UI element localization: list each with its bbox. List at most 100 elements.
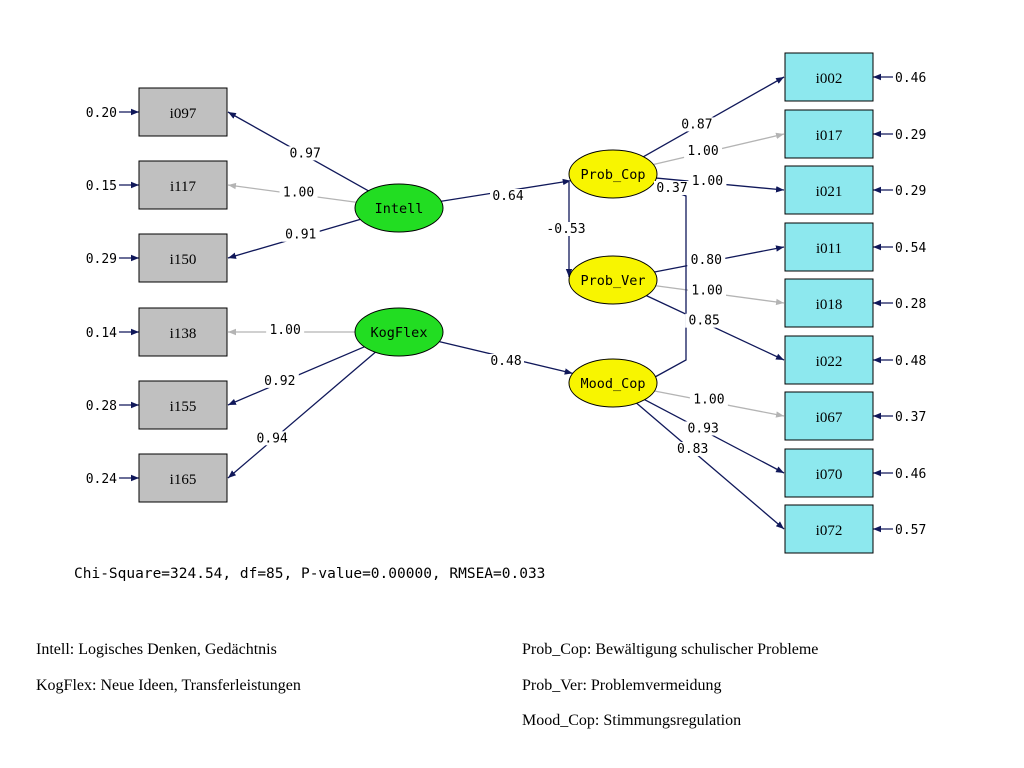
indicator-box-i002 xyxy=(784,52,874,102)
loading-path-i072 xyxy=(636,402,785,530)
loading-value-i072: 0.83 xyxy=(677,442,708,457)
loading-value-i017: 1.00 xyxy=(687,144,718,159)
nodes-layer: i097i117i150i138i155i165i002i017i021i011… xyxy=(138,52,874,554)
error-variance-i002: 0.46 xyxy=(895,71,926,86)
structural-value-KogFlex-Mood_Cop: 0.48 xyxy=(490,354,521,369)
latent-label-prob-ver: Prob_Ver xyxy=(580,273,645,289)
indicator-box-i018 xyxy=(784,278,874,328)
indicator-label-i138: i138 xyxy=(170,326,197,342)
indicator-label-i067: i067 xyxy=(816,410,843,426)
latent-prob-cop xyxy=(568,149,658,199)
indicator-label-i002: i002 xyxy=(816,71,843,87)
loading-label-bg-i067 xyxy=(689,392,728,407)
structural-value-Intell-Prob_Cop: 0.64 xyxy=(492,189,523,204)
error-variance-i117: 0.15 xyxy=(86,179,117,194)
loading-value-i150: 0.91 xyxy=(285,228,316,243)
fit-statistics: Chi-Square=324.54, df=85, P-value=0.0000… xyxy=(74,566,545,582)
loading-label-bg-i070 xyxy=(684,421,723,436)
structural-label-bg-Prob_Cop-Prob_Ver xyxy=(544,222,588,236)
loading-value-i067: 1.00 xyxy=(693,393,724,408)
loading-value-i022: 0.85 xyxy=(689,314,720,329)
legend-prob-cop: Prob_Cop: Bewältigung schulischer Proble… xyxy=(522,641,819,658)
error-variance-i138: 0.14 xyxy=(86,326,117,341)
loading-label-bg-i022 xyxy=(685,313,724,328)
indicator-box-i017 xyxy=(784,109,874,159)
indicator-label-i021: i021 xyxy=(816,184,843,200)
legend-kogflex: KogFlex: Neue Ideen, Transferleistungen xyxy=(36,677,301,694)
error-variance-i165: 0.24 xyxy=(86,472,117,487)
loading-label-bg-i011 xyxy=(687,252,726,267)
indicator-box-i067 xyxy=(784,391,874,441)
indicator-label-i150: i150 xyxy=(170,252,197,268)
legend-intell: Intell: Logisches Denken, Gedächtnis xyxy=(36,641,277,658)
error-variance-i150: 0.29 xyxy=(86,252,117,267)
loading-label-bg-i021 xyxy=(688,173,727,188)
indicator-box-i097 xyxy=(138,87,228,137)
error-variance-i067: 0.37 xyxy=(895,410,926,425)
error-variance-i011: 0.54 xyxy=(895,241,926,256)
loading-label-bg-i165 xyxy=(253,431,292,446)
indicator-box-i011 xyxy=(784,222,874,272)
indicator-label-i070: i070 xyxy=(816,467,843,483)
indicator-label-i072: i072 xyxy=(816,523,843,539)
error-variance-i018: 0.28 xyxy=(895,297,926,312)
loading-value-i018: 1.00 xyxy=(691,284,722,299)
latent-prob-ver xyxy=(568,255,658,305)
loading-label-bg-i072 xyxy=(673,442,712,457)
error-variance-i017: 0.29 xyxy=(895,128,926,143)
indicator-box-i070 xyxy=(784,448,874,498)
legend-mood-cop: Mood_Cop: Stimmungsregulation xyxy=(522,712,742,729)
structural-path-Mood_Cop-Prob_Cop xyxy=(653,183,687,378)
latent-label-prob-cop: Prob_Cop xyxy=(580,167,645,183)
indicator-label-i018: i018 xyxy=(816,297,843,313)
indicator-box-i155 xyxy=(138,380,228,430)
indicator-label-i011: i011 xyxy=(816,241,842,257)
loading-value-i155: 0.92 xyxy=(264,374,295,389)
loading-value-i138: 1.00 xyxy=(269,323,300,338)
loading-value-i021: 1.00 xyxy=(692,174,723,189)
error-variance-i097: 0.20 xyxy=(86,106,117,121)
indicator-label-i022: i022 xyxy=(816,354,843,370)
latent-kogflex xyxy=(354,307,444,357)
indicator-box-i117 xyxy=(138,160,228,210)
error-variance-i070: 0.46 xyxy=(895,467,926,482)
structural-label-bg-Intell-Prob_Cop xyxy=(490,189,526,203)
indicator-box-i138 xyxy=(138,307,228,357)
loading-label-bg-i018 xyxy=(688,283,727,298)
loading-value-i070: 0.93 xyxy=(688,421,719,436)
latent-mood-cop xyxy=(568,358,658,408)
indicator-box-i072 xyxy=(784,504,874,554)
loading-label-bg-i017 xyxy=(684,143,723,158)
loading-label-bg-i138 xyxy=(266,323,305,337)
error-variance-i022: 0.48 xyxy=(895,354,926,369)
structural-value-Mood_Cop-Prob_Cop: 0.37 xyxy=(656,181,687,196)
latent-intell xyxy=(354,183,444,233)
error-variance-i072: 0.57 xyxy=(895,523,926,538)
error-variance-i155: 0.28 xyxy=(86,399,117,414)
structural-value-Prob_Cop-Prob_Ver: -0.53 xyxy=(546,222,585,237)
indicator-box-i150 xyxy=(138,233,228,283)
loading-label-bg-i002 xyxy=(677,117,716,132)
loading-label-bg-i097 xyxy=(286,146,325,161)
loading-path-i070 xyxy=(644,399,785,474)
loading-value-i117: 1.00 xyxy=(283,185,314,200)
indicator-box-i165 xyxy=(138,453,228,503)
legend-prob-ver: Prob_Ver: Problemvermeidung xyxy=(522,677,722,694)
loading-path-i002 xyxy=(643,76,785,158)
indicator-label-i155: i155 xyxy=(170,399,197,415)
edges-layer xyxy=(119,73,893,533)
indicator-label-i017: i017 xyxy=(816,128,843,144)
indicator-label-i165: i165 xyxy=(170,472,197,488)
indicator-label-i117: i117 xyxy=(170,179,197,195)
loading-value-i011: 0.80 xyxy=(691,253,722,268)
latent-label-intell: Intell xyxy=(375,201,424,217)
structural-label-bg-KogFlex-Mood_Cop xyxy=(488,354,524,368)
indicator-box-i022 xyxy=(784,335,874,385)
loading-value-i097: 0.97 xyxy=(290,146,321,161)
loading-path-i165 xyxy=(227,351,376,479)
loading-value-i002: 0.87 xyxy=(681,117,712,132)
loading-label-bg-i117 xyxy=(279,185,318,200)
labels-layer: 0.97 0.20 1.00 0.15 0.91 0.29 1.00 0.14 0.92 0.28… xyxy=(86,71,927,538)
structural-label-bg-Mood_Cop-Prob_Cop xyxy=(654,181,690,195)
